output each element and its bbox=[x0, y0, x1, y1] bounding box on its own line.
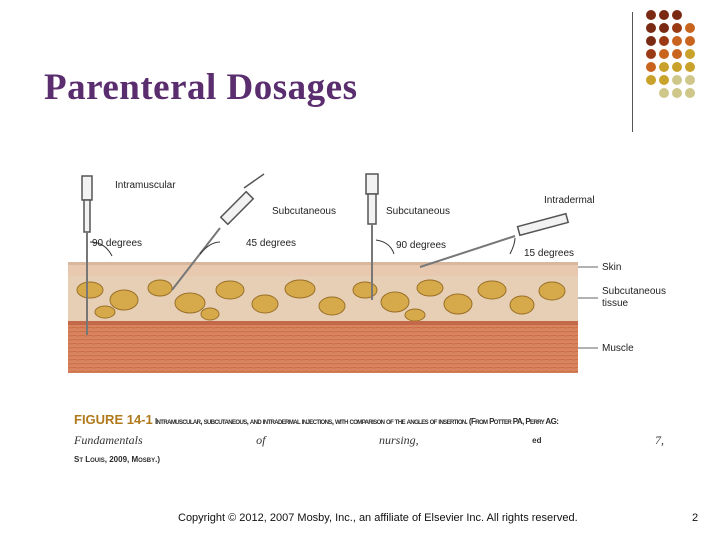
dot bbox=[672, 62, 682, 72]
citation-word: ed bbox=[532, 436, 542, 445]
dot bbox=[672, 49, 682, 59]
dot bbox=[659, 36, 669, 46]
label-90-degrees-b: 90 degrees bbox=[396, 240, 446, 251]
dot bbox=[659, 88, 669, 98]
subcutaneous-needle-90 bbox=[365, 173, 379, 300]
label-subcutaneous-tissue-1: Subcutaneous bbox=[602, 286, 666, 297]
dot bbox=[659, 62, 669, 72]
citation-word: Fundamentals bbox=[74, 433, 143, 447]
dot bbox=[685, 23, 695, 33]
subcutaneous-needle-45 bbox=[171, 173, 265, 291]
dot bbox=[672, 75, 682, 85]
label-45-degrees: 45 degrees bbox=[246, 238, 296, 249]
intramuscular-needle bbox=[81, 175, 93, 335]
citation-word: 7, bbox=[654, 433, 664, 447]
injection-diagram: Intramuscular Subcutaneous Subcutaneous … bbox=[68, 173, 666, 373]
dot bbox=[685, 36, 695, 46]
dot bbox=[685, 62, 695, 72]
dot bbox=[685, 49, 695, 59]
caption-source: St Louis, 2009, Mosby.) bbox=[74, 455, 161, 464]
label-intradermal: Intradermal bbox=[544, 195, 595, 206]
slide-title: Parenteral Dosages bbox=[44, 67, 358, 108]
citation-word: nursing, bbox=[378, 433, 419, 447]
dot bbox=[672, 10, 682, 20]
dot bbox=[646, 49, 656, 59]
subcutaneous-layer bbox=[68, 276, 578, 321]
dot bbox=[659, 23, 669, 33]
dot bbox=[646, 75, 656, 85]
caption-text: Intramuscular, subcutaneous, and intrade… bbox=[154, 417, 559, 426]
caption-citation: Fundamentals of nursing, ed 7, bbox=[74, 431, 664, 450]
copyright-text: Copyright © 2012, 2007 Mosby, Inc., an a… bbox=[178, 512, 578, 524]
dot bbox=[646, 23, 656, 33]
label-subcutaneous-tissue-2: tissue bbox=[602, 298, 629, 309]
dot bbox=[659, 10, 669, 20]
dot bbox=[685, 88, 695, 98]
label-90-degrees-a: 90 degrees bbox=[92, 238, 142, 249]
divider-line bbox=[632, 12, 633, 132]
label-intramuscular: Intramuscular bbox=[115, 180, 176, 191]
citation-word: of bbox=[256, 433, 266, 447]
label-15-degrees: 15 degrees bbox=[524, 248, 574, 259]
intradermal-needle bbox=[419, 212, 570, 268]
label-subcutaneous-b: Subcutaneous bbox=[386, 206, 450, 217]
label-muscle: Muscle bbox=[602, 343, 634, 354]
dot bbox=[659, 49, 669, 59]
dot bbox=[672, 36, 682, 46]
injection-illustration: Intramuscular Subcutaneous Subcutaneous … bbox=[60, 170, 720, 395]
figure-caption: FIGURE 14-1 Intramuscular, subcutaneous,… bbox=[74, 410, 664, 469]
figure-number: FIGURE 14-1 bbox=[74, 412, 153, 427]
page-number: 2 bbox=[692, 512, 699, 524]
label-subcutaneous-a: Subcutaneous bbox=[272, 206, 336, 217]
dot bbox=[672, 88, 682, 98]
dot bbox=[646, 62, 656, 72]
dot bbox=[672, 23, 682, 33]
label-skin: Skin bbox=[602, 262, 621, 273]
dot bbox=[659, 75, 669, 85]
skin-layer bbox=[68, 262, 578, 276]
dot bbox=[685, 75, 695, 85]
dot bbox=[646, 10, 656, 20]
dot bbox=[646, 36, 656, 46]
